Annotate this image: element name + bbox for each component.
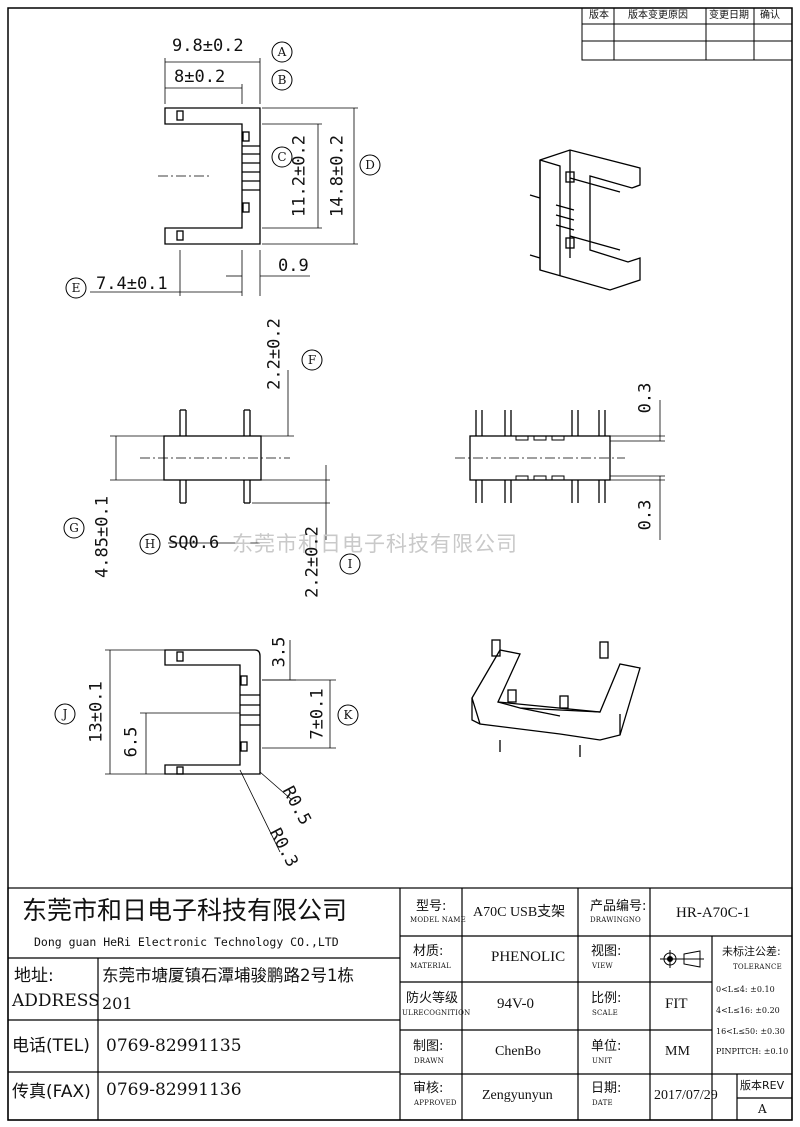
tolerance-label: 未标注公差: [722, 945, 781, 958]
approved-value: Zengyunyun [482, 1088, 553, 1103]
dim-gap: 0.9 [278, 256, 309, 276]
address-line2: 201 [102, 994, 133, 1013]
callout-e-circle [65, 277, 87, 299]
revision-label: 版本REV [740, 1079, 785, 1092]
material-label-en: MATERIAL [410, 962, 451, 970]
callout-a-circle [271, 41, 293, 63]
callout-k-circle [337, 704, 359, 726]
unit-value: MM [665, 1044, 690, 1059]
dim-h: SQ0.6 [168, 533, 220, 553]
drawing-no-label: 产品编号: [590, 899, 647, 914]
callout-g: G [69, 521, 79, 535]
fax-value: 0769-82991136 [106, 1080, 242, 1100]
callout-i-circle [339, 553, 361, 575]
callout-e: E [71, 281, 81, 295]
callout-b: B [277, 73, 287, 87]
date-label-en: DATE [592, 1099, 613, 1107]
title-block [7, 887, 793, 1121]
fire-label-en: ULRECOGNITION [402, 1009, 471, 1017]
model-label: 型号: [416, 899, 447, 914]
callout-a: A [277, 45, 287, 59]
model-value: A70C USB支架 [473, 905, 566, 920]
fire-value: 94V-0 [497, 996, 534, 1012]
scale-label-en: SCALE [592, 1009, 618, 1017]
view-label: 视图: [591, 944, 622, 959]
top-view [90, 58, 358, 296]
projection-symbol-icon [660, 950, 704, 968]
company-name-cn: 东莞市和日电子科技有限公司 [22, 896, 348, 925]
view-label-en: VIEW [592, 962, 613, 970]
tolerance-row-4: PINPITCH: ±0.10 [716, 1047, 789, 1056]
rev-header-reason: 版本变更原因 [628, 10, 688, 21]
dim-b: 8±0.2 [174, 67, 226, 87]
side-view [455, 400, 665, 540]
tel-label: 电话(TEL) [12, 1036, 90, 1056]
dim-a: 9.8±0.2 [172, 36, 244, 56]
address-label: 地址: [14, 966, 54, 986]
drawn-label-en: DRAWN [414, 1057, 444, 1065]
isometric-view-2 [471, 639, 641, 757]
drawing-no-label-en: DRAWINGNO [590, 916, 641, 924]
address-line1: 东莞市塘厦镇石潭埔骏鹏路2号1栋 [102, 966, 354, 985]
callout-c: C [277, 150, 287, 164]
drawn-value: ChenBo [495, 1044, 541, 1059]
revision-value: A [758, 1102, 767, 1116]
scale-value: FIT [665, 996, 688, 1012]
watermark: 东莞市和日电子科技有限公司 [232, 532, 518, 556]
callout-d-circle [359, 154, 381, 176]
callout-c-circle [271, 146, 293, 168]
fax-label: 传真(FAX) [12, 1082, 91, 1102]
model-label-en: MODEL NAME [410, 916, 466, 924]
callout-j: J [62, 707, 68, 721]
drawn-label: 制图: [413, 1039, 444, 1054]
date-value: 2017/07/29 [654, 1088, 718, 1103]
callout-j-circle [54, 703, 76, 725]
drawing-no-value: HR-A70C-1 [676, 905, 751, 921]
address-label-en: ADDRESS [12, 991, 100, 1011]
callout-h-circle [139, 533, 161, 555]
front-view [110, 370, 330, 544]
tolerance-row-3: 16<L≤50: ±0.30 [716, 1028, 785, 1036]
bottom-view [105, 640, 336, 853]
material-value: PHENOLIC [491, 949, 566, 965]
approved-label-en: APPROVED [414, 1099, 457, 1107]
rev-header-date: 变更日期 [709, 10, 749, 21]
callout-d: D [365, 158, 375, 172]
callout-b-circle [271, 69, 293, 91]
fire-label: 防火等级 [406, 991, 459, 1006]
callout-h: H [144, 537, 156, 551]
tolerance-label-en: TOLERANCE [733, 963, 782, 971]
unit-label-en: UNIT [592, 1057, 613, 1065]
rev-header-version: 版本 [589, 10, 609, 21]
revision-table [581, 7, 793, 61]
tolerance-row-1: 0<L≤4: ±0.10 [716, 985, 775, 994]
dim-e: 7.4±0.1 [96, 274, 168, 294]
tolerance-row-2: 4<L≤16: ±0.20 [716, 1006, 780, 1015]
unit-label: 单位: [591, 1039, 622, 1054]
callout-k: K [343, 708, 353, 722]
approved-label: 审核: [413, 1081, 444, 1096]
material-label: 材质: [413, 944, 444, 959]
company-name-en: Dong guan HeRi Electronic Technology CO.… [34, 935, 339, 949]
tel-value: 0769-82991135 [106, 1036, 242, 1056]
callout-g-circle [63, 517, 85, 539]
date-label: 日期: [591, 1081, 622, 1096]
isometric-view-1 [529, 149, 641, 291]
callout-f: F [307, 353, 317, 367]
callout-f-circle [301, 349, 323, 371]
scale-label: 比例: [591, 991, 622, 1006]
callout-i: I [347, 557, 353, 571]
rev-header-confirm: 确认 [760, 10, 780, 21]
